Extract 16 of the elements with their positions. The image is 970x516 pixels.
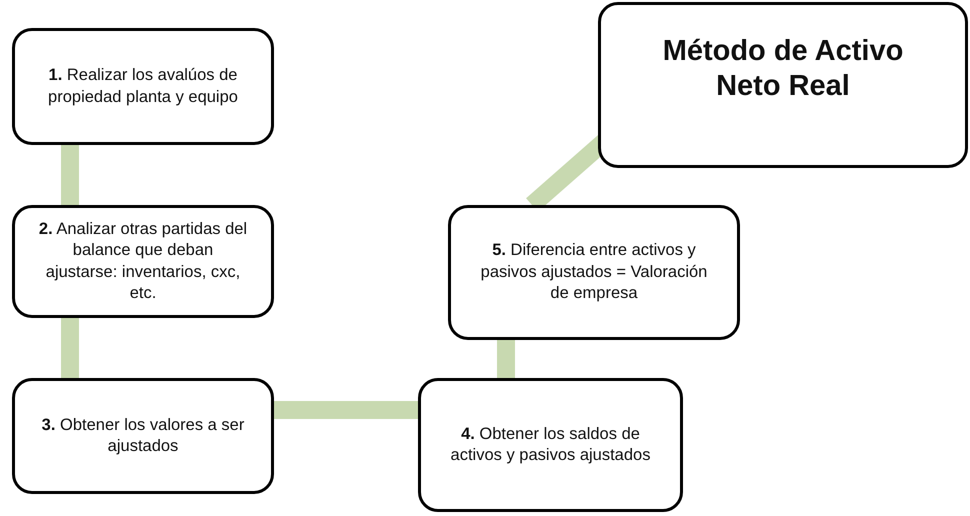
connector (61, 145, 79, 205)
title-box (598, 2, 968, 168)
step-text: 2. Analizar otras partidas del balance que deban ajustarse: inventarios, cxc, etc. (38, 218, 248, 304)
step-box (418, 378, 683, 512)
step-box (448, 205, 740, 340)
step-text: 3. Obtener los valores a ser ajustados (40, 414, 246, 457)
connector (497, 340, 515, 378)
step-box (12, 205, 274, 318)
step-box (12, 28, 274, 145)
step-text: 5. Diferencia entre activos y pasivos ajustados = Valoración de empresa (480, 240, 708, 304)
step-box (12, 378, 274, 494)
connector (61, 318, 79, 378)
step-text: 1. Realizar los avalúos de propiedad planta y equipo (47, 65, 239, 108)
step-text: 4. Obtener los saldos de activos y pasivos ajustados (450, 424, 652, 466)
connector (274, 401, 418, 419)
title-text: Método de Activo Neto Real (662, 34, 904, 104)
